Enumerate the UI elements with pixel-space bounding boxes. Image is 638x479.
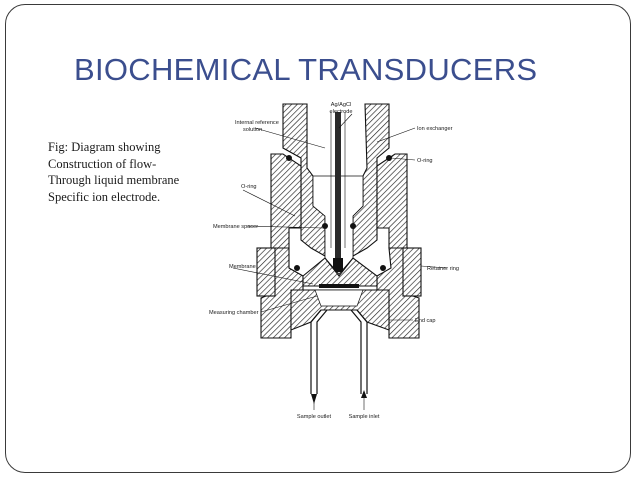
label-membrane: Membrane (229, 264, 256, 270)
o-ring-marker (294, 265, 300, 271)
retainer-ring-left (256, 247, 276, 297)
o-ring-marker (322, 223, 328, 229)
membrane (319, 284, 359, 288)
o-ring-marker (386, 155, 392, 161)
outer-sleeve-left (270, 153, 302, 249)
ion-electrode-diagram: Ag/AgCl electrode Internal reference sol… (209, 102, 459, 420)
o-ring-marker (286, 155, 292, 161)
label-end-cap: End cap (415, 318, 436, 324)
label-sample-inlet: Sample inlet (349, 414, 380, 420)
caption-line: Construction of flow- (48, 156, 157, 171)
retainer-ring (402, 247, 422, 297)
caption-line: Specific ion electrode. (48, 189, 161, 204)
label-o-ring-left: O-ring (241, 184, 257, 190)
outer-sleeve-right (376, 153, 408, 249)
electrode-tip (333, 258, 343, 272)
slide-title: BIOCHEMICAL TRANSDUCERS (74, 52, 538, 87)
label-measuring-chamber: Measuring chamber (209, 310, 259, 316)
electrode-body-right (352, 103, 390, 257)
label-ion-exchanger: Ion exchanger (417, 126, 453, 132)
label-ag-agcl-electrode: electrode (329, 109, 352, 115)
label-internal-reference-solution: solution (243, 127, 262, 133)
caption-line: Through liquid membrane (48, 173, 180, 187)
sample-inlet-arrow (361, 390, 367, 398)
figure-caption: Fig: Diagram showing Construction of flo… (48, 139, 216, 205)
sample-inlet-tube (350, 309, 368, 394)
label-o-ring-right: O-ring (417, 158, 433, 164)
membrane-spacer (302, 257, 378, 287)
caption-line: Fig: Diagram showing (48, 140, 161, 154)
label-membrane-spacer: Membrane spacer (213, 224, 258, 230)
label-ag-agcl: Ag/AgCl (331, 102, 352, 108)
measuring-chamber (314, 289, 364, 307)
o-ring-marker (380, 265, 386, 271)
label-sample-outlet: Sample outlet (297, 414, 332, 420)
o-ring-marker (350, 223, 356, 229)
sample-outlet-tube (310, 309, 328, 394)
label-internal-reference: Internal reference (235, 120, 279, 126)
label-retainer-ring: Retainer ring (427, 266, 459, 272)
electrode-wire (335, 112, 341, 260)
